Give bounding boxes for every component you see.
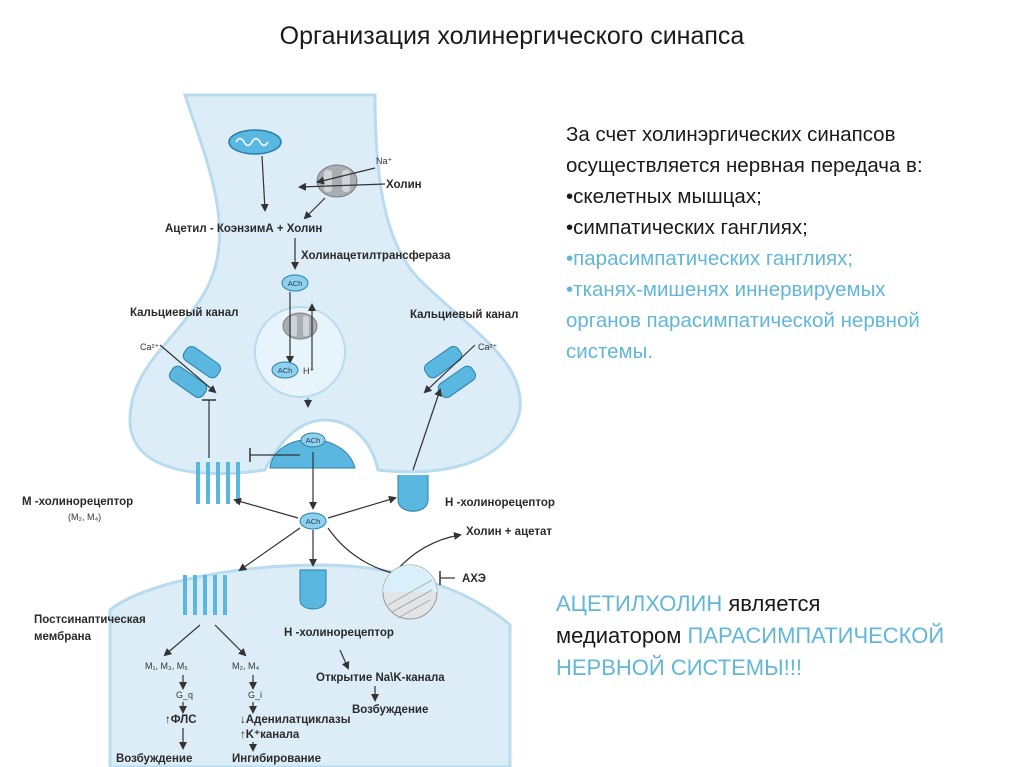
n-receptor-pre-label: Н -холинорецептор xyxy=(445,497,555,509)
ache-label: АХЭ xyxy=(462,573,486,585)
na-k-opening-label: Открытие Na\K-канала xyxy=(316,672,445,684)
info-line: •скелетных мышцах; xyxy=(566,185,762,208)
info-line: За счет холинэргических синапсов xyxy=(566,123,896,146)
mitochondrion-icon xyxy=(228,129,282,155)
mediator-word: медиатором xyxy=(556,623,688,648)
k-channel-label: ↑K⁺канала xyxy=(240,729,300,741)
nervous-system-word: НЕРВНОЙ СИСТЕМЫ!!! xyxy=(556,655,802,680)
excitation-left-label: Возбуждение xyxy=(116,753,192,765)
choline-acetate-label: Холин + ацетат xyxy=(466,526,552,538)
m-receptor-types: (M₂, M₄) xyxy=(68,512,101,522)
pls-label: ↑ФЛС xyxy=(165,714,197,726)
n-receptor-post-label: Н -холинорецептор xyxy=(284,627,394,639)
na-plus-label: Na⁺ xyxy=(376,156,393,166)
postsynaptic-membrane-label-2: мембрана xyxy=(34,631,92,643)
info-line: •парасимпатических ганглиях; xyxy=(566,247,854,270)
n-receptor-pre-icon xyxy=(397,475,429,512)
gq-label: G_q xyxy=(176,690,193,700)
info-line: системы. xyxy=(566,340,654,363)
ach-molecule-label: ACh xyxy=(306,517,321,526)
cleft-ach xyxy=(299,512,327,530)
m-receptor-label: М -холинорецептор xyxy=(22,496,133,508)
info-text-block: За счет холинэргических синапсов осуществ… xyxy=(566,119,1016,367)
bottom-statement: АЦЕТИЛХОЛИН является медиатором ПАРАСИМП… xyxy=(556,588,1016,684)
ca-right-label: Ca²⁺ xyxy=(478,342,498,352)
ach-molecule-label: ACh xyxy=(288,279,303,288)
presynaptic-terminal xyxy=(128,93,522,475)
m-receptor-post-icon xyxy=(183,575,227,615)
is-word: является xyxy=(722,591,821,616)
ach-molecule-label: ACh xyxy=(278,366,293,375)
vesicle-transporter-icon xyxy=(282,312,318,340)
acetylcholine-word: АЦЕТИЛХОЛИН xyxy=(556,591,723,616)
excitation-right-label: Возбуждение xyxy=(352,704,428,716)
calcium-channel-left-label: Кальциевый канал xyxy=(130,307,238,319)
parasympathetic-word: ПАРАСИМПАТИЧЕСКОЙ xyxy=(687,623,945,648)
m-types-right: M₂, M₄ xyxy=(232,661,259,671)
n-receptor-post-icon xyxy=(299,569,327,610)
info-line: осуществляется нервная передача в: xyxy=(566,154,923,177)
choline-top-label: Холин xyxy=(386,179,422,191)
info-line: •тканях-мишенях иннервируемых xyxy=(566,278,886,301)
m-types-left: M₁, M₃, M₅ xyxy=(145,661,188,671)
ca-left-label: Ca²⁺ xyxy=(140,342,160,352)
postsynaptic-membrane-label-1: Постсинаптическая xyxy=(34,614,146,626)
acetyl-coa-label: Ацетил - КоэнзимА + Холин xyxy=(165,223,322,235)
inhibition-label: Ингибирование xyxy=(232,753,321,765)
chat-label: Холинацетилтрансфераза xyxy=(301,250,451,262)
page-title: Организация холинергического синапса xyxy=(279,22,745,50)
calcium-channel-left-icon xyxy=(169,346,221,398)
h-plus-label: H⁺ xyxy=(303,366,314,376)
gi-label: G_i xyxy=(248,690,262,700)
adenylate-cyclase-label: ↓Аденилатциклазы xyxy=(240,714,351,726)
ache-enzyme-icon xyxy=(382,564,438,620)
info-line: органов парасимпатической нервной xyxy=(566,309,920,332)
m-receptor-pre-icon xyxy=(196,462,240,504)
info-line: •симпатических ганглиях; xyxy=(566,216,808,239)
calcium-channel-right-label: Кальциевый канал xyxy=(410,309,518,321)
ach-molecule-label: ACh xyxy=(306,436,321,445)
